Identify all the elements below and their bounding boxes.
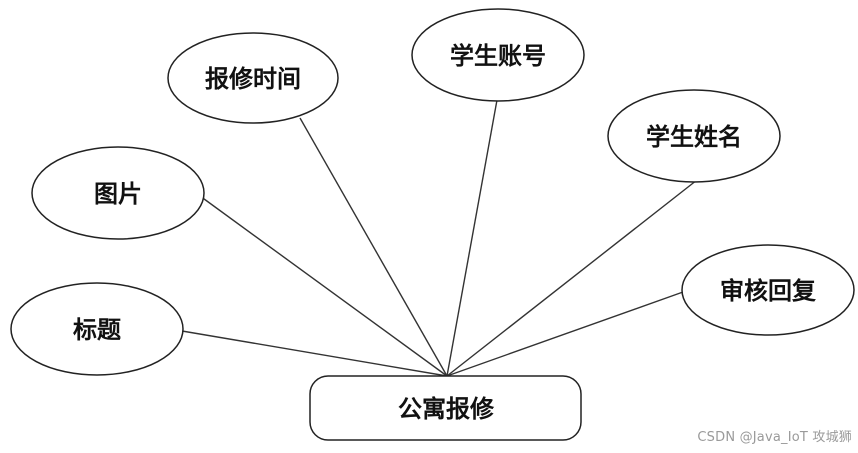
attribute-label: 图片: [94, 179, 142, 208]
entity-box: 公寓报修: [309, 375, 582, 441]
connector-title: [181, 330, 448, 377]
attribute-name: 学生姓名: [607, 89, 781, 183]
attribute-title: 标题: [10, 282, 184, 376]
attribute-image: 图片: [31, 146, 205, 240]
connector-name: [446, 179, 698, 377]
attribute-label: 报修时间: [205, 64, 301, 93]
watermark: CSDN @Java_IoT 攻城狮: [697, 430, 852, 445]
connector-image: [199, 195, 448, 377]
attribute-label: 审核回复: [720, 276, 817, 305]
attribute-account: 学生账号: [411, 8, 585, 102]
entity-label: 公寓报修: [398, 394, 495, 423]
attribute-label: 学生账号: [450, 41, 546, 70]
connector-time: [299, 117, 448, 377]
attribute-label: 标题: [73, 315, 121, 344]
connector-reply: [446, 291, 684, 377]
attribute-time: 报修时间: [167, 32, 339, 124]
attribute-reply: 审核回复: [681, 244, 855, 336]
attribute-label: 学生姓名: [646, 122, 742, 151]
connector-lines: [181, 99, 698, 377]
connector-account: [446, 99, 498, 377]
